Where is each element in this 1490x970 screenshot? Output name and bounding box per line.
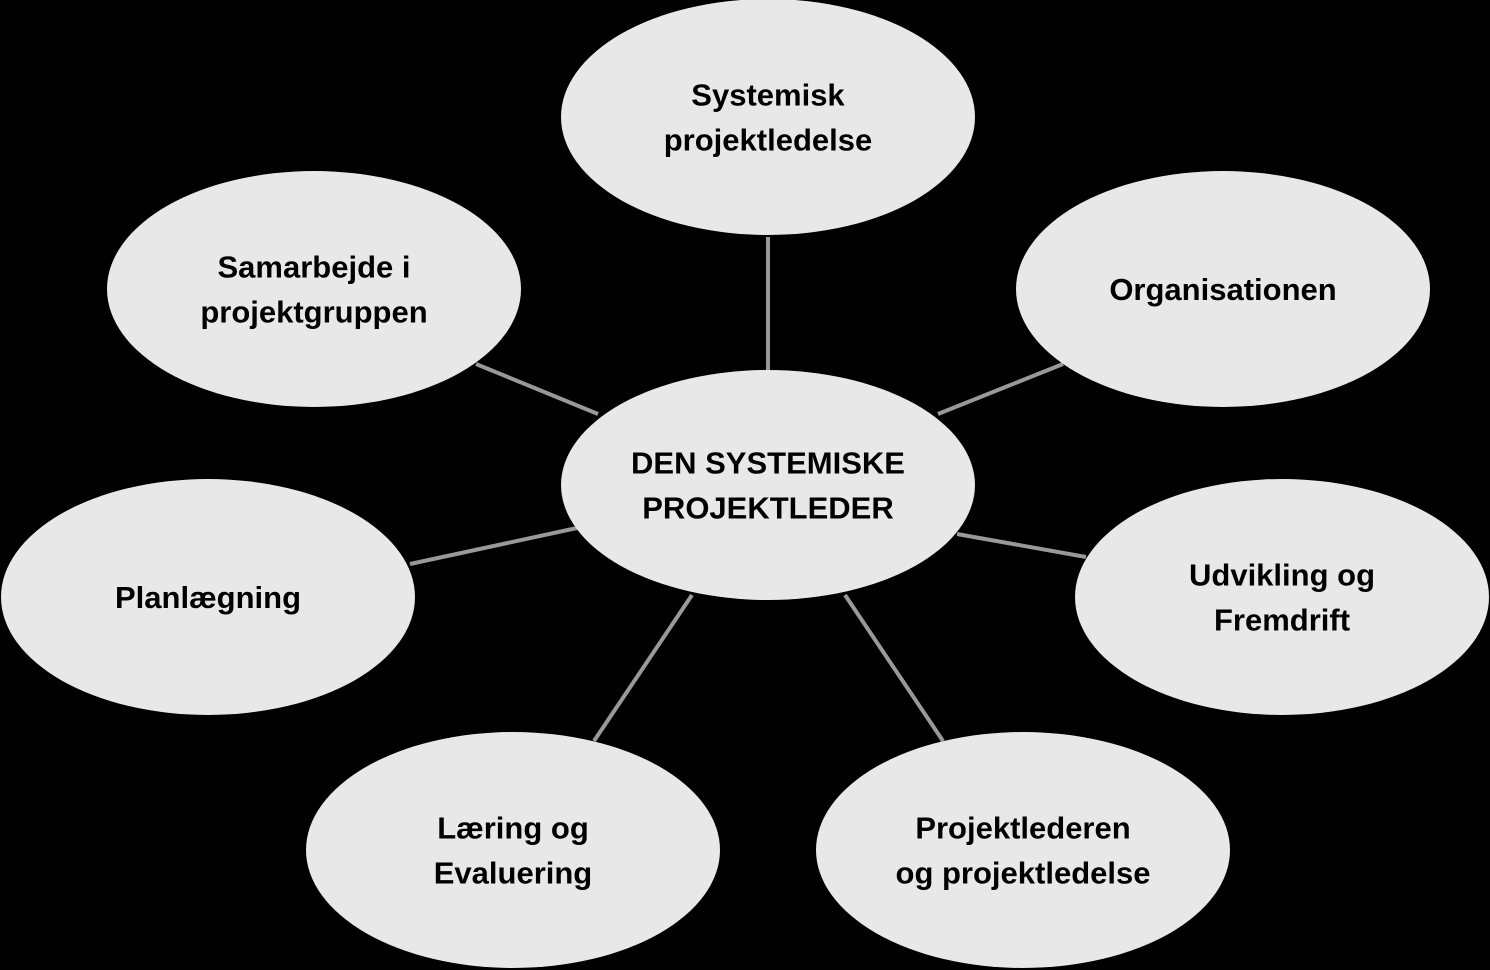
udvikling-ellipse — [1075, 479, 1489, 715]
samarbejde-label-line-0: Samarbejde i — [218, 250, 411, 285]
systemisk-label-line-1: projektledelse — [664, 123, 872, 158]
node-samarbejde: Samarbejde i projektgruppen — [107, 171, 521, 407]
organisationen-label-line-0: Organisationen — [1109, 272, 1336, 307]
edge-laering — [592, 593, 694, 743]
edge-organisationen — [937, 362, 1064, 416]
node-udvikling: Udvikling og Fremdrift — [1075, 479, 1489, 715]
systemisk-ellipse — [561, 0, 975, 235]
node-organisationen: Organisationen — [1016, 171, 1430, 407]
edges — [409, 237, 1087, 743]
center-ellipse — [561, 370, 975, 600]
node-projektlederen: Projektlederen og projektledelse — [816, 732, 1230, 968]
edge-projektlederen — [843, 593, 945, 743]
udvikling-label-line-0: Udvikling og — [1189, 558, 1375, 593]
udvikling-label-line-1: Fremdrift — [1214, 603, 1350, 638]
planlaegning-label-line-0: Planlægning — [115, 580, 301, 615]
laering-label-line-0: Læring og — [437, 811, 589, 846]
projektlederen-ellipse — [816, 732, 1230, 968]
center-node: DEN SYSTEMISKE PROJEKTLEDER — [561, 370, 975, 600]
laering-ellipse — [306, 732, 720, 968]
edge-udvikling — [956, 532, 1087, 559]
edge-planlaegning — [409, 526, 578, 566]
node-laering: Læring og Evaluering — [306, 732, 720, 968]
projektlederen-label-line-1: og projektledelse — [896, 856, 1151, 891]
node-planlaegning: Planlægning — [1, 479, 415, 715]
projektlederen-label-line-0: Projektlederen — [915, 811, 1130, 846]
systemisk-label-line-0: Systemisk — [691, 78, 845, 113]
planlaegning-ellipse — [1, 479, 415, 715]
node-systemisk: Systemisk projektledelse — [561, 0, 975, 235]
center-label-line-0: DEN SYSTEMISKE — [631, 446, 905, 481]
organisationen-ellipse — [1016, 171, 1430, 407]
samarbejde-label-line-1: projektgruppen — [200, 295, 427, 330]
laering-label-line-1: Evaluering — [434, 856, 593, 891]
samarbejde-ellipse — [107, 171, 521, 407]
edge-samarbejde — [475, 362, 599, 416]
center-label-line-1: PROJEKTLEDER — [642, 491, 893, 526]
